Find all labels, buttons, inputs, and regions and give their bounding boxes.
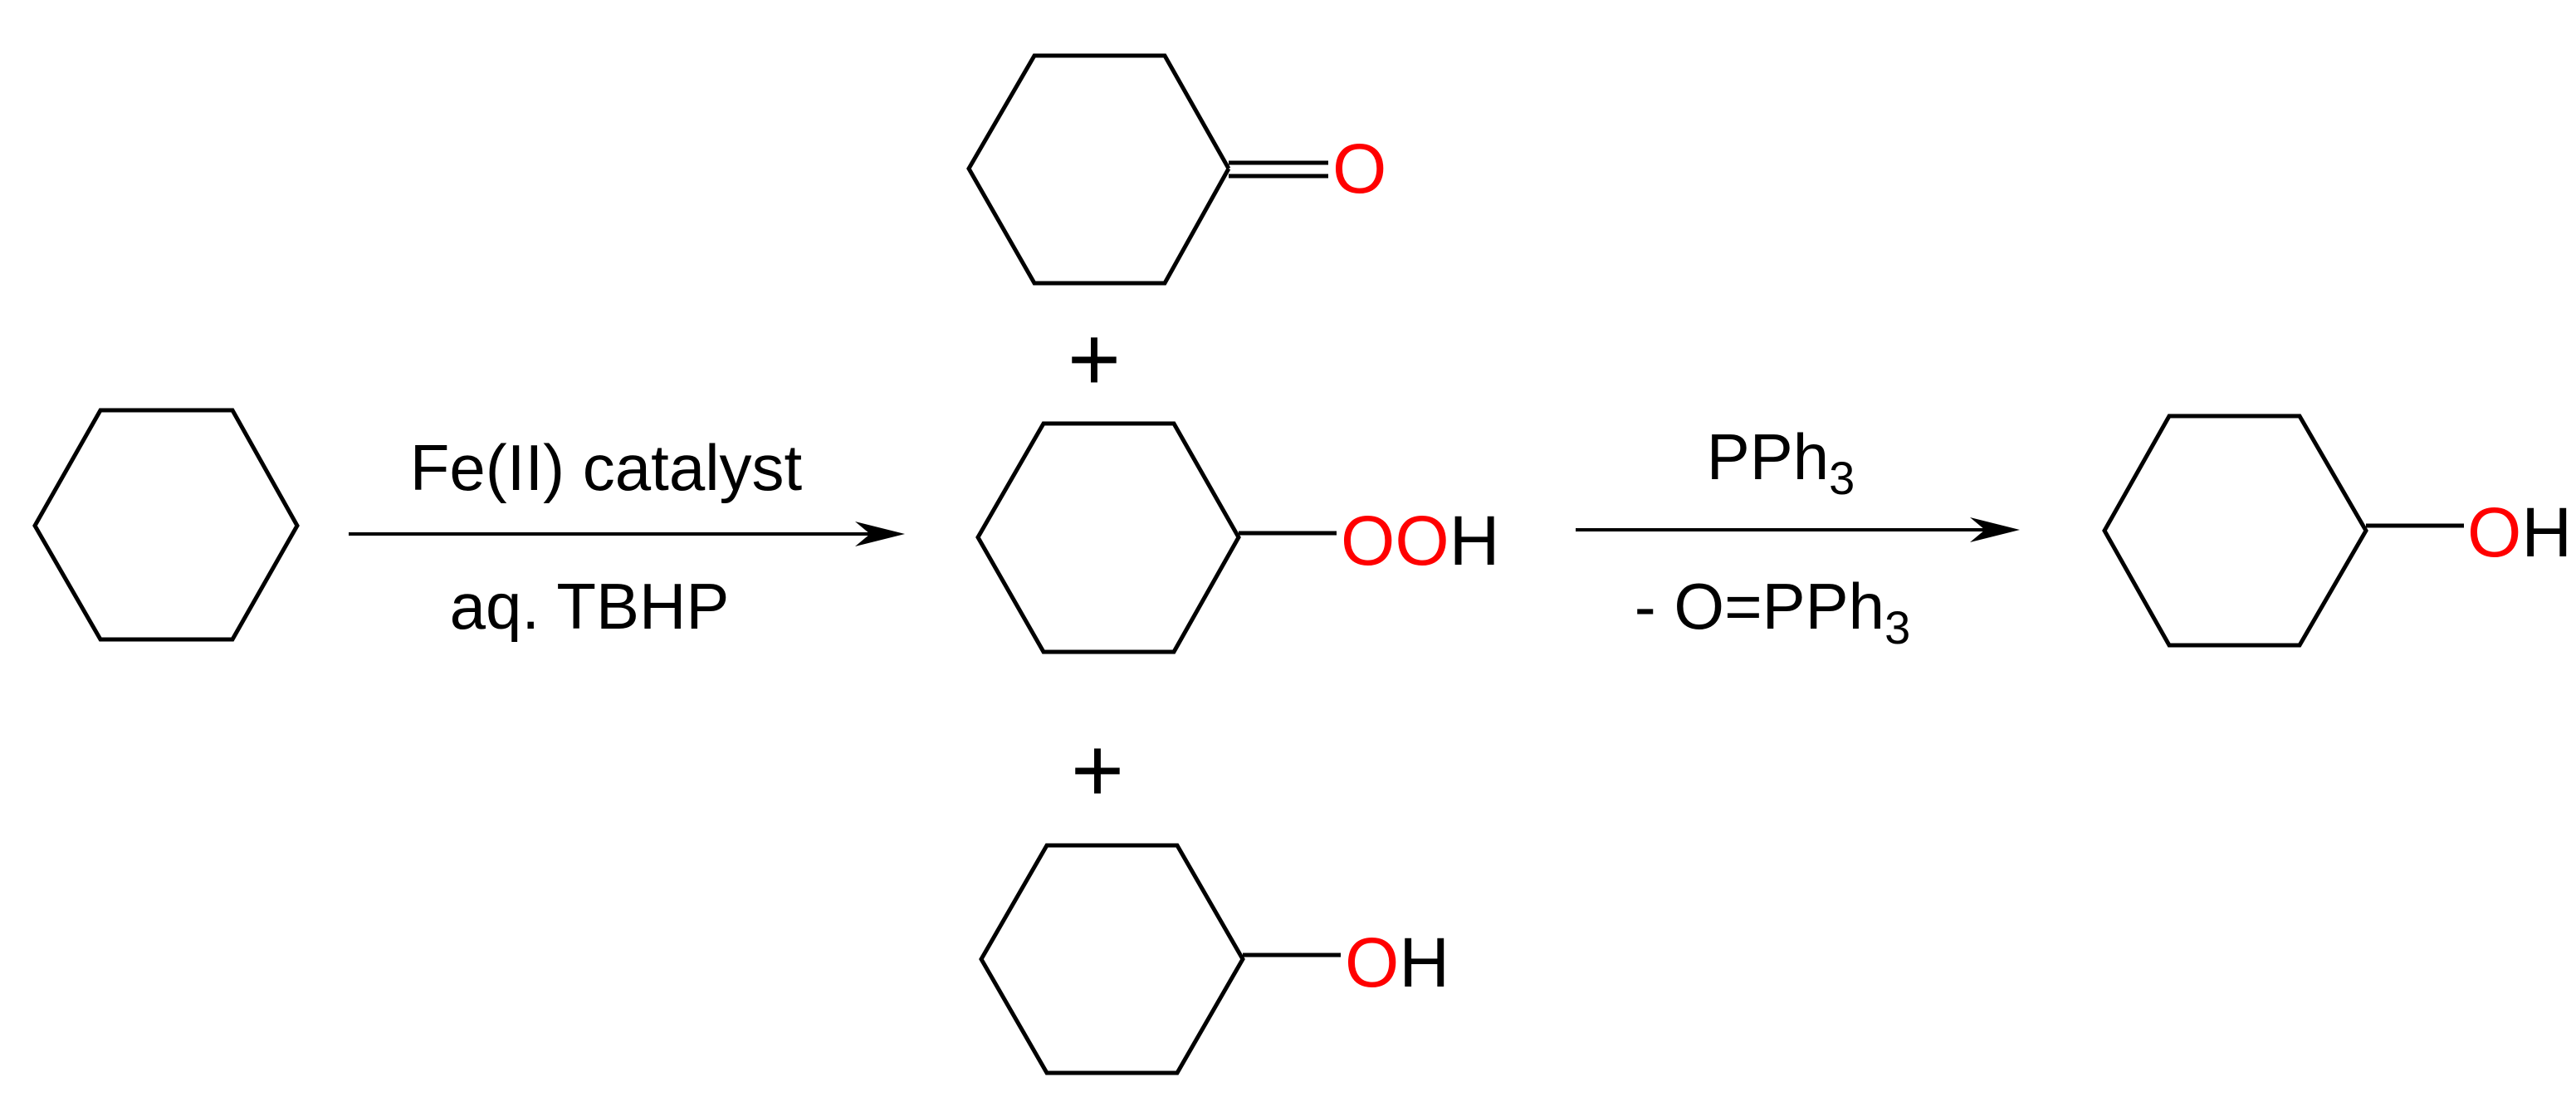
ketone-oxygen-label: O [1332, 130, 1386, 208]
reagent-aq-tbhp: aq. TBHP [450, 570, 730, 643]
plus-sign-1: + [1068, 308, 1121, 410]
cyclohexanol-byproduct: OH [979, 843, 1449, 1075]
plus-sign-2: + [1071, 719, 1124, 821]
reaction-arrow-2 [1576, 517, 2020, 542]
hydroxyl-label-middle: OH [1345, 923, 1449, 1002]
cyclohexanone: O [966, 53, 1386, 286]
cyclohexane-ring [32, 408, 300, 642]
cyclohexanol-ring-product [2102, 414, 2368, 648]
cyclohexanol-ring-middle [979, 843, 1245, 1075]
hydroperoxide-group-label: OOH [1341, 502, 1499, 580]
reagent-pph3: PPh3 [1707, 420, 1855, 504]
reagent-fe-catalyst: Fe(II) catalyst [410, 431, 803, 504]
cyclohexyl-hydroperoxide: OOH [975, 421, 1499, 654]
reaction-arrow-1 [349, 522, 905, 546]
hydroperoxide-ring [975, 421, 1241, 654]
hydroxyl-label-product: OH [2467, 493, 2572, 571]
cyclohexanol-product: OH [2102, 414, 2572, 648]
cyclohexanone-ring [966, 53, 1231, 286]
byproduct-o-pph3: - O=PPh3 [1635, 570, 1910, 654]
